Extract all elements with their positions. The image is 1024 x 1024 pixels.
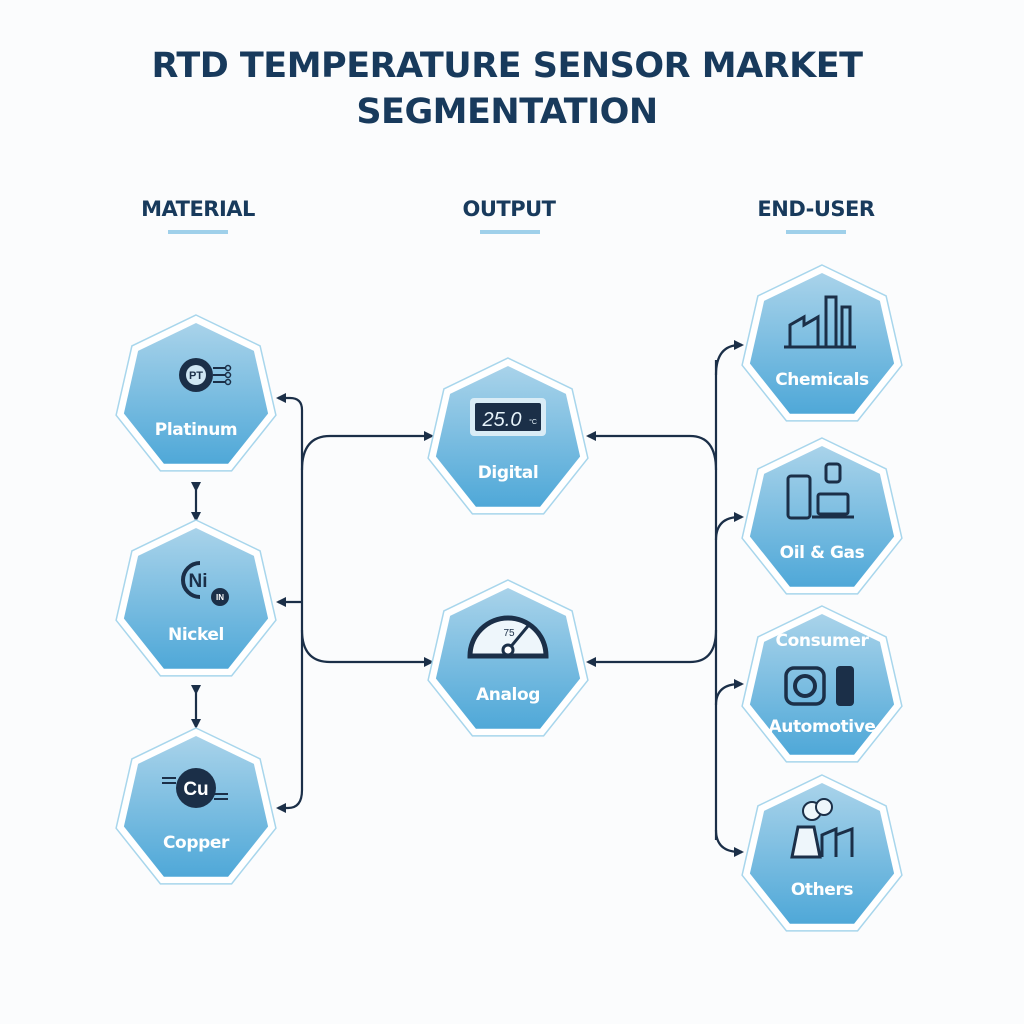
node-label: Copper	[163, 833, 230, 853]
node-oil-gas: Oil & Gas	[741, 437, 903, 595]
cu-element-icon: Cu	[162, 768, 228, 808]
cu-symbol: Cu	[183, 779, 208, 800]
ni-symbol: Ni	[189, 571, 208, 592]
arrow-to-digital	[300, 431, 434, 471]
node-platinum: PT Platinum	[115, 314, 277, 472]
node-label: Others	[791, 880, 854, 900]
devices-icon	[786, 462, 854, 520]
node-label: Oil & Gas	[780, 543, 865, 563]
pt-chip-icon: PT	[179, 358, 232, 392]
power-plant-icon	[790, 798, 854, 859]
arrow-to-oil-gas	[714, 512, 744, 541]
node-label: Digital	[478, 463, 539, 483]
node-label-top: Consumer	[776, 631, 870, 651]
node-label: Chemicals	[775, 370, 869, 390]
node-fill	[749, 614, 895, 755]
gauge-reading: 75	[503, 628, 515, 639]
arrow-to-analog	[300, 629, 434, 667]
arrow-to-consumer-automotive	[714, 679, 744, 706]
material-underline	[168, 230, 228, 234]
ni-badge: IN	[216, 593, 224, 602]
digital-unit: °C	[529, 418, 537, 426]
node-chemicals: Chemicals	[741, 264, 903, 422]
node-label: Analog	[476, 685, 540, 705]
output-underline	[480, 230, 540, 234]
digital-reading: 25.0	[482, 409, 522, 431]
connectors	[191, 340, 744, 857]
node-label: Automotive	[768, 717, 875, 737]
node-fill	[123, 323, 269, 464]
title-line-1: RTD TEMPERATURE SENSOR MARKET	[151, 46, 863, 86]
factory-icon	[784, 295, 856, 349]
title-line-2: SEGMENTATION	[356, 92, 657, 132]
node-fill	[749, 273, 895, 414]
arrow-to-chemicals	[714, 340, 744, 376]
node-others: Others	[741, 774, 903, 932]
column-header-output: OUTPUT	[463, 197, 557, 221]
node-digital: 25.0 °C Digital	[427, 357, 589, 515]
node-label: Platinum	[155, 420, 237, 440]
end-user-underline	[786, 230, 846, 234]
column-header-material: MATERIAL	[141, 197, 255, 221]
arrow-end-user-to-digital	[586, 431, 718, 471]
arrow-to-others	[714, 829, 744, 857]
column-header-end-user: END-USER	[757, 197, 874, 221]
arrow-end-user-to-analog	[586, 629, 718, 667]
arrow-to-platinum	[276, 393, 304, 790]
pt-symbol: PT	[189, 370, 203, 382]
digital-display-icon: 25.0 °C	[470, 398, 546, 436]
engine-battery-icon	[784, 666, 854, 706]
node-label: Nickel	[168, 625, 224, 645]
arrow-to-copper	[276, 789, 304, 813]
gauge-icon: 75	[467, 615, 549, 659]
